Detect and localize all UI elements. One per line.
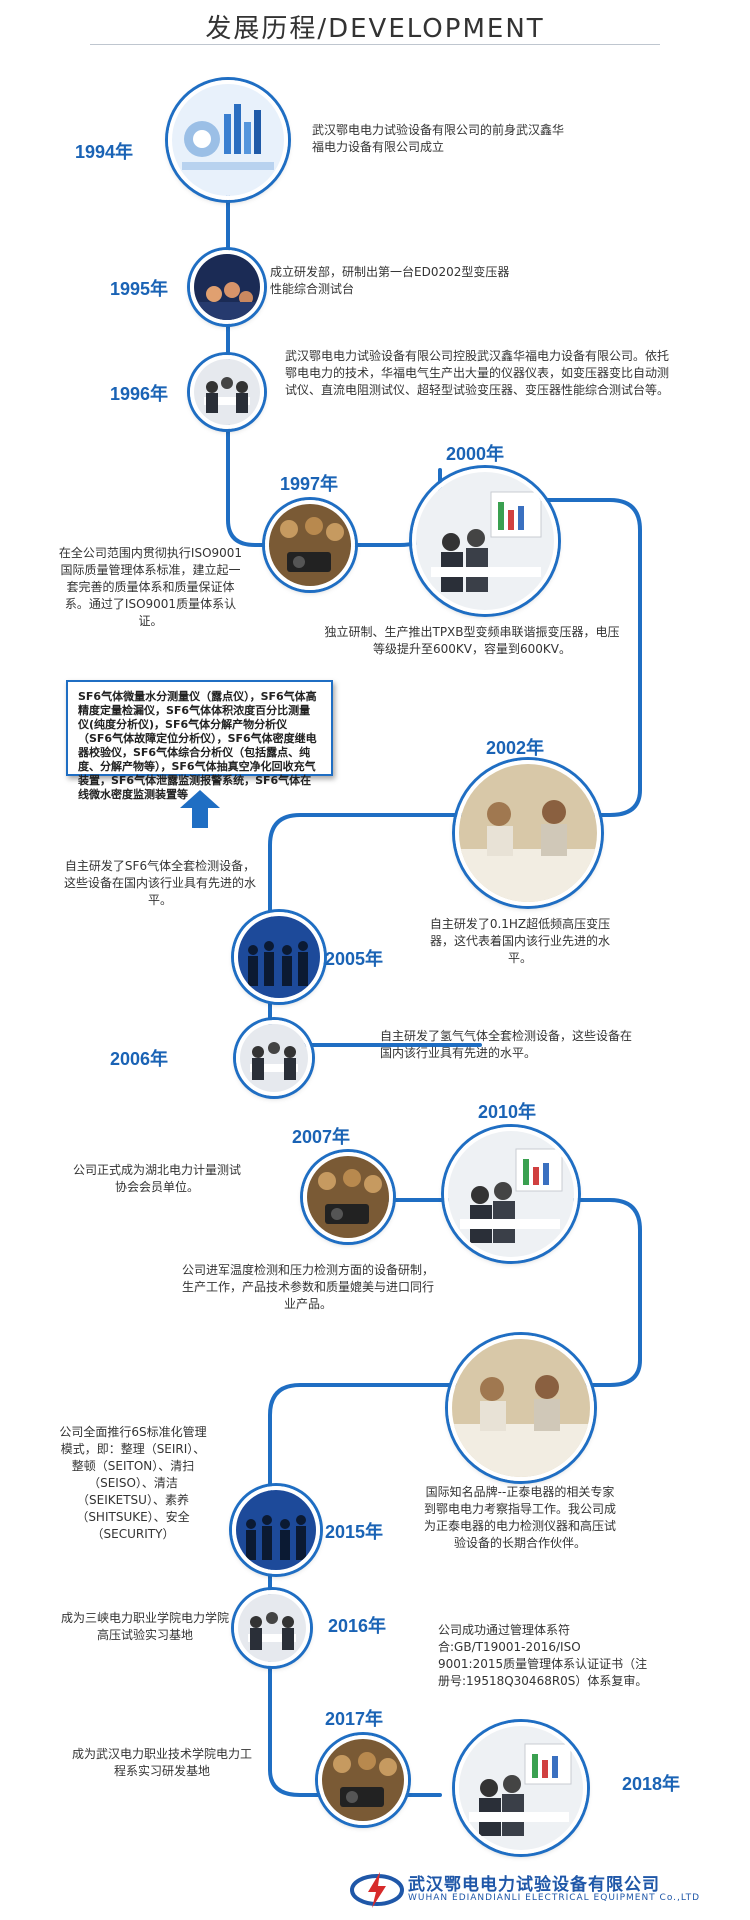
handshake-photo-icon (459, 764, 597, 902)
text-2016-right: 公司成功通过管理体系符合:GB/T19001-2016/ISO 9001:201… (438, 1623, 648, 1688)
photo-2005 (234, 912, 324, 1002)
year-1997: 1997年 (280, 474, 339, 494)
text-1996: 武汉鄂电电力试验设备有限公司控股武汉鑫华福电力设备有限公司。依托鄂电电力的技术，… (285, 349, 670, 397)
photo-2000 (412, 468, 558, 614)
presentation-photo-icon (459, 1726, 583, 1850)
photo-2017 (318, 1735, 408, 1825)
handshake-photo-icon (452, 1339, 590, 1477)
chart-photo-icon (172, 84, 284, 196)
year-2005: 2005年 (325, 949, 384, 969)
photo-1994 (168, 80, 288, 200)
company-logo: 武汉鄂电电力试验设备有限公司 WUHAN EDIANDIANLI ELECTRI… (350, 1870, 730, 1910)
photo-1996 (190, 355, 264, 429)
year-2006: 2006年 (110, 1049, 169, 1069)
text-sf6: 自主研发了SF6气体全套检测设备，这些设备在国内该行业具有先进的水平。 (63, 859, 256, 907)
business-people-photo-icon (238, 916, 320, 998)
page-title: 发展历程/DEVELOPMENT (205, 14, 545, 44)
lightning-logo-icon (350, 1872, 404, 1908)
text-2017: 成为武汉电力职业技术学院电力工程系实习研发基地 (72, 1747, 253, 1778)
text-2007: 公司正式成为湖北电力计量测试协会会员单位。 (72, 1163, 241, 1194)
text-2016-left: 成为三峡电力职业学院电力学院高压试验实习基地 (60, 1611, 229, 1642)
year-2000: 2000年 (446, 444, 505, 464)
text-2002: 自主研发了0.1HZ超低频高压变压器，这代表着国内该行业先进的水平。 (429, 917, 611, 965)
projector-photo-icon (269, 504, 351, 586)
company-name-cn: 武汉鄂电电力试验设备有限公司 (408, 1875, 660, 1895)
projector-photo-icon (322, 1739, 404, 1821)
year-2007: 2007年 (292, 1127, 351, 1147)
year-2016: 2016年 (328, 1616, 387, 1636)
photo-1997 (265, 500, 355, 590)
photo-2018 (455, 1722, 587, 1854)
year-1995: 1995年 (110, 279, 169, 299)
text-1995: 成立研发部，研制出第一台ED0202型变压器性能综合测试台 (270, 265, 510, 296)
arrow-up-icon (180, 790, 220, 828)
year-2018: 2018年 (622, 1774, 681, 1794)
year-2015: 2015年 (325, 1522, 384, 1542)
text-2010: 公司进军温度检测和压力检测方面的设备研制，生产工作，产品技术参数和质量媲美与进口… (181, 1263, 434, 1311)
photo-2007 (303, 1152, 393, 1242)
company-name-en: WUHAN EDIANDIANLI ELECTRICAL EQUIPMENT C… (408, 1893, 701, 1903)
meeting-photo-icon (240, 1024, 308, 1092)
year-2002: 2002年 (486, 738, 545, 758)
year-2017: 2017年 (325, 1709, 384, 1729)
presentation-photo-icon (416, 472, 554, 610)
sf6-products-box: SF6气体微量水分测量仪（露点仪），SF6气体高精度定量检漏仪，SF6气体体积浓… (66, 680, 333, 801)
title-divider (90, 44, 660, 45)
presentation-photo-icon (448, 1131, 574, 1257)
photo-2006 (236, 1020, 312, 1096)
meeting-photo-icon (194, 359, 260, 425)
text-2015-left: 公司全面推行6S标准化管理模式，即：整理（SEIRI）、整顿（SEITON）、清… (59, 1425, 207, 1541)
projector-photo-icon (307, 1156, 389, 1238)
year-2010: 2010年 (478, 1102, 537, 1122)
photo-1995 (190, 250, 264, 324)
meeting-photo-icon (238, 1594, 306, 1662)
photo-2002 (455, 760, 601, 906)
year-1996: 1996年 (110, 384, 169, 404)
photo-2015-right (448, 1335, 594, 1481)
audience-photo-icon (194, 254, 260, 320)
text-1994: 武汉鄂电电力试验设备有限公司的前身武汉鑫华福电力设备有限公司成立 (312, 123, 565, 154)
photo-2015 (232, 1486, 320, 1574)
year-1994: 1994年 (75, 142, 134, 162)
photo-2010 (444, 1127, 578, 1261)
business-people-photo-icon (236, 1490, 316, 1570)
text-2000: 独立研制、生产推出TPXB型变频串联谐振变压器，电压等级提升至600KV，容量到… (324, 625, 620, 656)
text-2006: 自主研发了氢气气体全套检测设备，这些设备在国内该行业具有先进的水平。 (380, 1029, 633, 1060)
text-2015-right: 国际知名品牌--正泰电器的相关专家到鄂电电力考察指导工作。我公司成为正泰电器的电… (423, 1485, 616, 1550)
photo-2016 (234, 1590, 310, 1666)
text-1997: 在全公司范围内贯彻执行ISO9001国际质量管理体系标准，建立起一套完善的质量体… (58, 546, 243, 628)
